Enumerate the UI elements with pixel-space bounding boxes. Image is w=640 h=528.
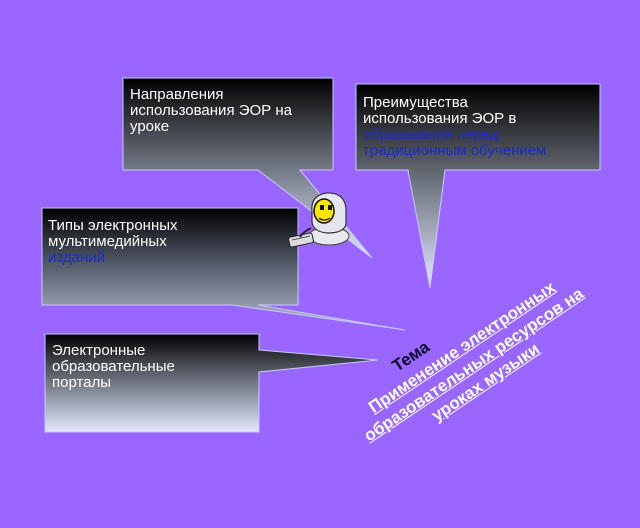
- callout-advantages-line3: образовании перед: [363, 126, 499, 143]
- callout-types-line1: Типы электронных: [48, 217, 178, 234]
- slide-canvas: [41, 77, 601, 433]
- callout-types-line3: изданий: [48, 249, 106, 266]
- callout-advantages-line4: традиционным обучением: [363, 142, 547, 159]
- callout-directions-line3: уроке: [130, 118, 170, 135]
- callout-advantages-text: Преимущества использования ЭОР в образов…: [363, 95, 597, 159]
- callout-types-text: Типы электронных мультимедийных изданий: [48, 218, 294, 266]
- callout-types-shape: [41, 207, 406, 331]
- callout-portals-line1: Электронные: [52, 342, 146, 359]
- computer-mascot-icon: [288, 192, 350, 248]
- callout-types-line2: мультимедийных: [48, 233, 167, 250]
- callout-advantages-line1: Преимущества: [363, 94, 468, 111]
- callout-advantages-line2: использования ЭОР в: [363, 110, 517, 127]
- callout-portals-line2: образовательные: [52, 358, 175, 375]
- callout-portals-shape: [44, 333, 379, 433]
- callout-portals-text: Электронные образовательные порталы: [52, 343, 256, 391]
- callout-directions-line2: использования ЭОР на: [130, 102, 292, 119]
- callout-directions-text: Направления использования ЭОР на уроке: [130, 87, 330, 135]
- callout-advantages-shape: [355, 83, 601, 289]
- callout-portals-line3: порталы: [52, 374, 112, 391]
- callout-directions-line1: Направления: [130, 86, 224, 103]
